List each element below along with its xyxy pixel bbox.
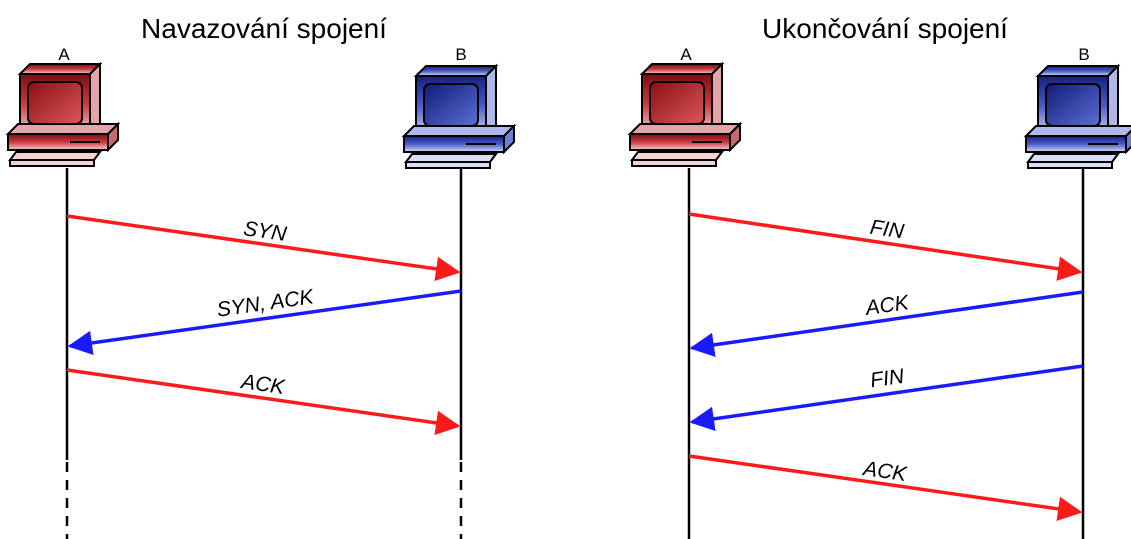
panel-connection-setup: Navazování spojení A B SYN SYN, ACK ACK xyxy=(7,13,515,539)
message-arrow xyxy=(66,214,461,282)
panel-title: Navazování spojení xyxy=(141,13,387,44)
message-label: FIN xyxy=(869,365,907,393)
desktop-computer-icon xyxy=(7,63,119,167)
message-arrow xyxy=(67,289,462,356)
desktop-computer-icon xyxy=(1025,65,1131,169)
desktop-computer-icon xyxy=(629,63,741,167)
message-label: SYN, ACK xyxy=(215,285,315,321)
message-arrow xyxy=(66,368,461,436)
desktop-computer-icon xyxy=(403,65,515,169)
host-a-label: A xyxy=(680,45,692,64)
message-arrow xyxy=(689,364,1084,432)
message-arrow xyxy=(689,290,1084,358)
message-label: ACK xyxy=(862,291,911,320)
message-arrow xyxy=(688,454,1083,522)
panel-connection-termination: Ukončování spojení A B FIN ACK FIN ACK xyxy=(629,13,1131,539)
host-b-label: B xyxy=(1078,45,1089,64)
panel-title: Ukončování spojení xyxy=(762,13,1008,44)
message-label: FIN xyxy=(869,216,907,244)
host-b-label: B xyxy=(455,45,466,64)
message-arrow xyxy=(688,212,1083,281)
host-a-label: A xyxy=(58,45,70,64)
